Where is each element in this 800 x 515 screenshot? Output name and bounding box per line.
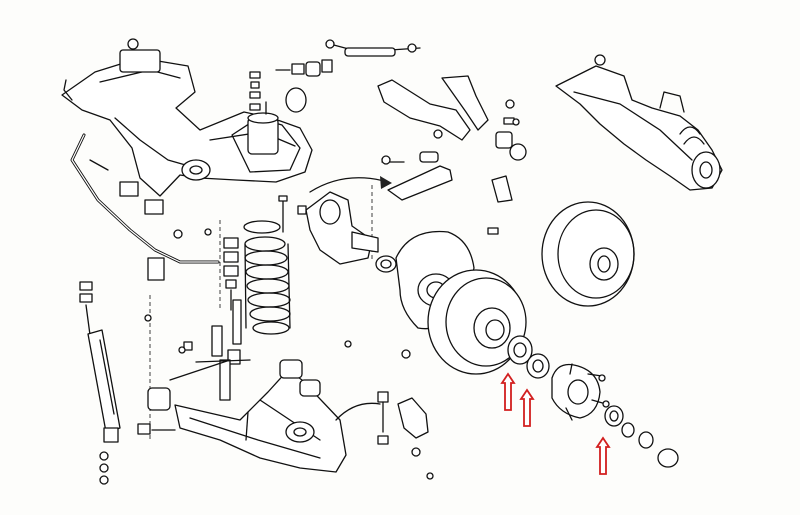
assembly-direction-arrow [309,176,392,421]
up-arrow-icon-outer-wheel-bearing [595,436,611,475]
engine-mount [247,87,307,155]
coil-spring [243,220,291,335]
inner-bearing [526,353,550,379]
anti-roll-bar [70,133,220,281]
shock-absorber [79,281,121,485]
outer-bearing [604,405,624,427]
tie-rods [169,299,251,401]
upper-ball-joint [491,117,527,203]
brake-disc-alt-view [541,201,635,307]
up-arrow-icon-outer-wheel-bearing-race [500,372,516,411]
spring-bolt [278,195,288,233]
drop-link-hardware [223,237,239,311]
brake-disc [427,269,527,375]
hub-carrier [305,191,397,273]
steering-links [275,39,515,141]
castle-nut-and-cap [621,422,679,468]
wheel-hub [551,363,610,421]
lower-ball-joint [377,391,434,480]
front-crossmember [61,38,313,197]
highlight-markers [500,372,611,475]
assembled-suspension-view [555,54,723,191]
misc-fasteners [144,118,520,359]
bearing-race [507,335,533,365]
mount-fasteners [249,71,261,111]
up-arrow-icon-inner-wheel-bearing [519,388,535,427]
drag-link [381,151,453,201]
lower-control-arm [137,359,347,473]
